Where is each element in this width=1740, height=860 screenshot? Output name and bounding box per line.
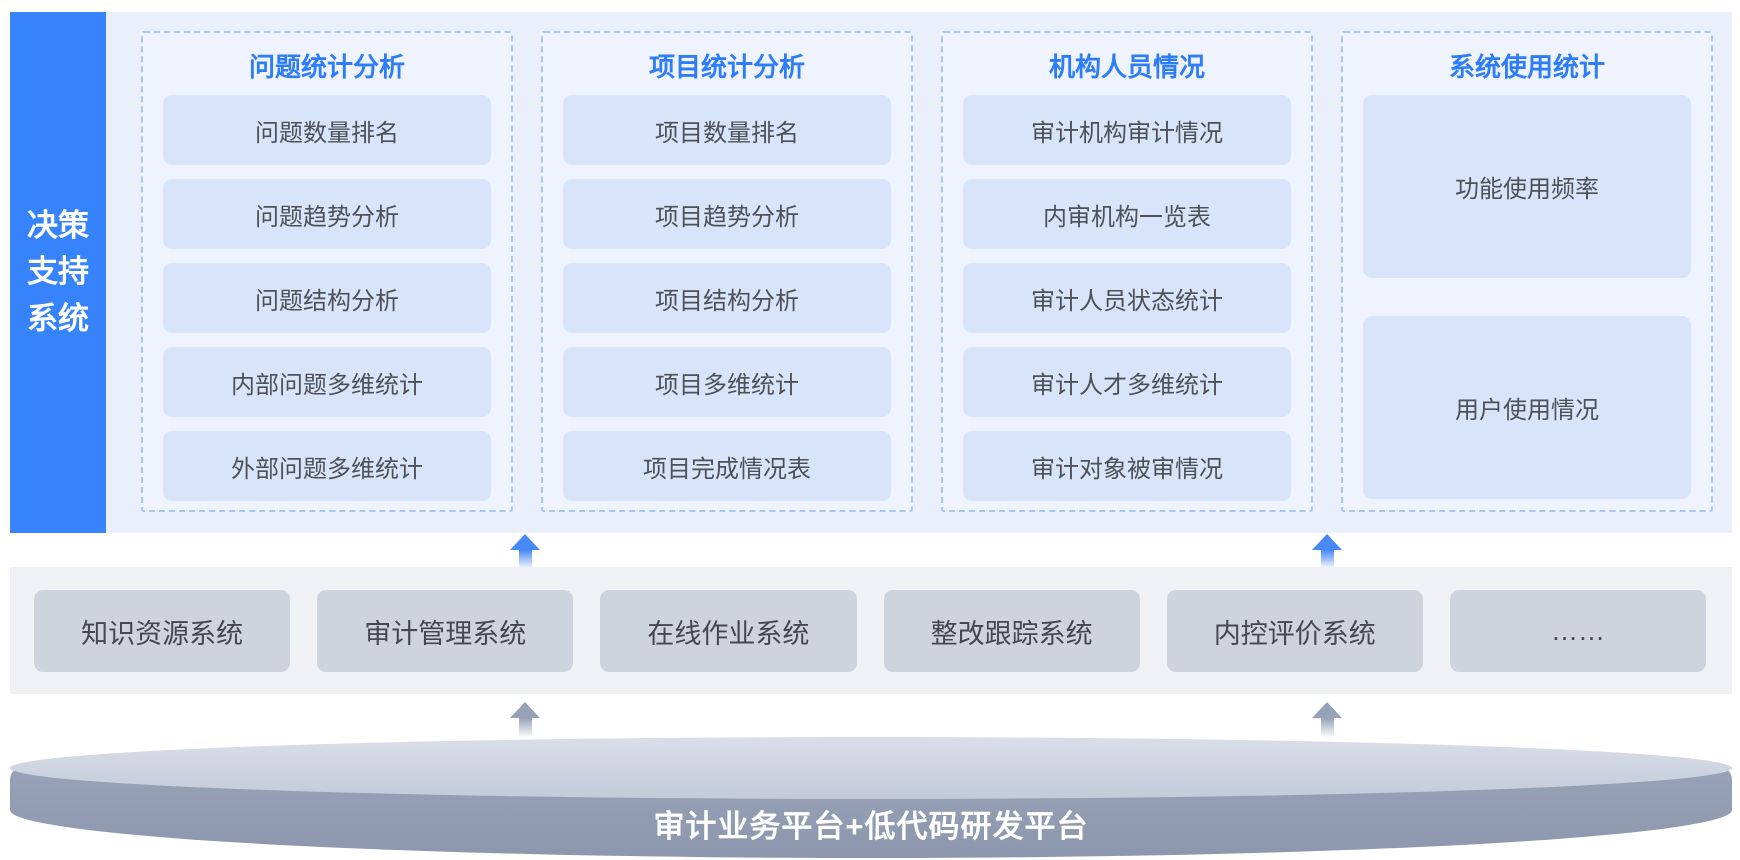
sidebar-decision-support-system: 决策 支持 系统 xyxy=(10,12,106,533)
column-items: 审计机构审计情况 内审机构一览表 审计人员状态统计 审计人才多维统计 审计对象被… xyxy=(963,95,1291,501)
platform-disc: 审计业务平台+低代码研发平台 xyxy=(10,737,1732,858)
sidebar-label-line-1: 决策 xyxy=(27,207,89,243)
system-audit-management: 审计管理系统 xyxy=(317,590,574,672)
column-items: 问题数量排名 问题趋势分析 问题结构分析 内部问题多维统计 外部问题多维统计 xyxy=(163,95,491,501)
platform-disc-top-face xyxy=(10,737,1732,799)
column-org-personnel: 机构人员情况 审计机构审计情况 内审机构一览表 审计人员状态统计 审计人才多维统… xyxy=(941,31,1313,512)
platform-label: 审计业务平台+低代码研发平台 xyxy=(653,808,1089,844)
system-internal-control-evaluation: 内控评价系统 xyxy=(1166,590,1423,672)
item-project-structure-analysis: 项目结构分析 xyxy=(563,263,891,333)
column-items: 功能使用频率 用户使用情况 xyxy=(1363,95,1691,500)
item-internal-audit-org-list: 内审机构一览表 xyxy=(963,179,1291,249)
column-title: 问题统计分析 xyxy=(248,52,405,82)
item-project-count-ranking: 项目数量排名 xyxy=(563,95,891,165)
up-arrow-icon xyxy=(510,534,540,569)
column-system-usage: 系统使用统计 功能使用频率 用户使用情况 xyxy=(1341,31,1713,512)
column-items: 项目数量排名 项目趋势分析 项目结构分析 项目多维统计 项目完成情况表 xyxy=(563,95,891,501)
item-problem-count-ranking: 问题数量排名 xyxy=(163,95,491,165)
business-systems-band xyxy=(10,567,1732,694)
systems-row: 知识资源系统 审计管理系统 在线作业系统 整改跟踪系统 内控评价系统 …… xyxy=(34,590,1707,672)
item-project-multidim-stats: 项目多维统计 xyxy=(563,347,891,417)
arrow-tail xyxy=(1320,718,1334,737)
item-problem-structure-analysis: 问题结构分析 xyxy=(163,263,491,333)
system-online-operation: 在线作业系统 xyxy=(600,590,857,672)
arrow-head xyxy=(510,702,540,718)
item-project-completion-table: 项目完成情况表 xyxy=(563,431,891,501)
item-auditee-audited-status: 审计对象被审情况 xyxy=(963,431,1291,501)
item-audit-talent-multidim-stats: 审计人才多维统计 xyxy=(963,347,1291,417)
system-rectification-tracking: 整改跟踪系统 xyxy=(883,590,1140,672)
arrow-head xyxy=(1312,702,1342,718)
sidebar-label-line-3: 系统 xyxy=(27,300,89,336)
system-knowledge-resource: 知识资源系统 xyxy=(34,590,291,672)
item-external-problem-multidim-stats: 外部问题多维统计 xyxy=(163,431,491,501)
column-title: 机构人员情况 xyxy=(1048,52,1205,82)
item-project-trend-analysis: 项目趋势分析 xyxy=(563,179,891,249)
sidebar-label-line-2: 支持 xyxy=(27,254,89,290)
up-arrow-icon xyxy=(1312,534,1342,569)
arrow-tail xyxy=(518,550,532,569)
column-problem-statistics: 问题统计分析 问题数量排名 问题趋势分析 问题结构分析 内部问题多维统计 外部问… xyxy=(141,31,513,512)
arrow-tail xyxy=(518,718,532,737)
system-ellipsis: …… xyxy=(1449,590,1707,672)
analysis-columns: 问题统计分析 问题数量排名 问题趋势分析 问题结构分析 内部问题多维统计 外部问… xyxy=(141,31,1713,512)
item-feature-usage-frequency: 功能使用频率 xyxy=(1363,95,1691,278)
item-auditor-status-stats: 审计人员状态统计 xyxy=(963,263,1291,333)
item-audit-org-audit-status: 审计机构审计情况 xyxy=(963,95,1291,165)
item-internal-problem-multidim-stats: 内部问题多维统计 xyxy=(163,347,491,417)
arrow-head xyxy=(510,534,540,550)
arrow-tail xyxy=(1320,550,1334,569)
arrow-head xyxy=(1312,534,1342,550)
item-problem-trend-analysis: 问题趋势分析 xyxy=(163,179,491,249)
item-user-usage-status: 用户使用情况 xyxy=(1363,316,1691,499)
sidebar-label: 决策 支持 系统 xyxy=(27,203,89,343)
column-title: 项目统计分析 xyxy=(648,52,805,82)
column-title: 系统使用统计 xyxy=(1448,52,1605,82)
up-arrow-icon xyxy=(510,702,540,737)
up-arrow-icon xyxy=(1312,702,1342,737)
column-project-statistics: 项目统计分析 项目数量排名 项目趋势分析 项目结构分析 项目多维统计 项目完成情… xyxy=(541,31,913,512)
